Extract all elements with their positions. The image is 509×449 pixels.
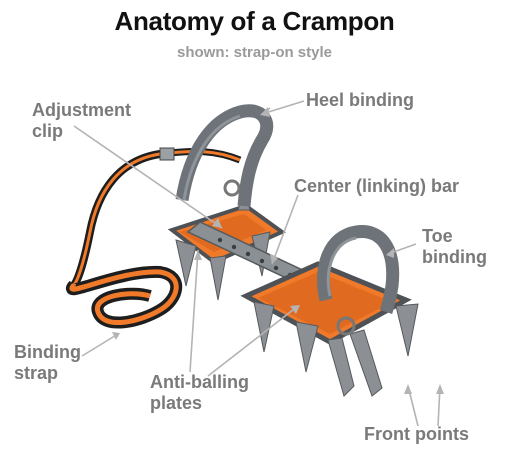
label-adjustment-clip-line1: Adjustment — [32, 100, 131, 121]
label-anti-balling-plates: Anti-balling plates — [150, 372, 249, 414]
label-binding-strap: Binding strap — [14, 342, 81, 384]
label-toe-binding-line1: Toe — [422, 226, 487, 247]
label-front-points: Front points — [364, 424, 469, 445]
label-center-bar: Center (linking) bar — [294, 176, 459, 197]
label-heel-binding: Heel binding — [306, 90, 414, 111]
leader-anti-balling-toe — [208, 306, 298, 376]
label-toe-binding: Toe binding — [422, 226, 487, 268]
label-anti-balling-line2: plates — [150, 393, 249, 414]
leader-binding-strap — [82, 334, 118, 356]
label-anti-balling-line1: Anti-balling — [150, 372, 249, 393]
label-toe-binding-line2: binding — [422, 247, 487, 268]
label-binding-strap-line1: Binding — [14, 342, 81, 363]
label-binding-strap-line2: strap — [14, 363, 81, 384]
label-adjustment-clip-line2: clip — [32, 121, 131, 142]
label-adjustment-clip: Adjustment clip — [32, 100, 131, 142]
leader-anti-balling-heel — [190, 250, 198, 372]
